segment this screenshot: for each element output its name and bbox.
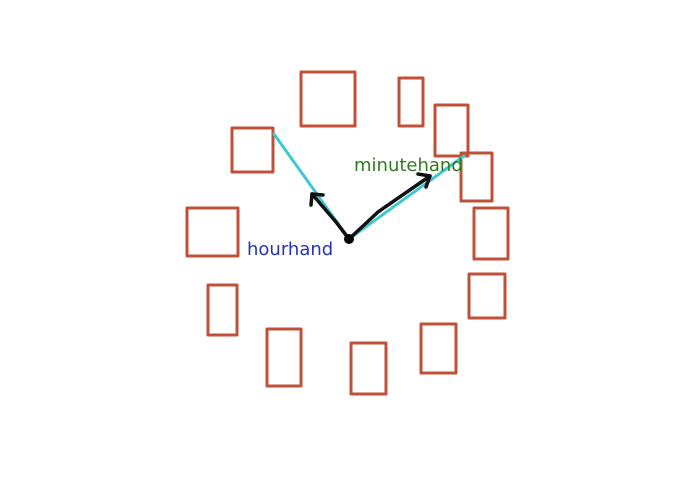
hour-box-4 bbox=[467, 272, 507, 320]
minute-hand-line bbox=[347, 154, 466, 241]
hour-boxes bbox=[185, 70, 510, 396]
hour-box-7 bbox=[265, 327, 303, 388]
hour-box-2 bbox=[433, 103, 470, 158]
hour-hand-arrow bbox=[309, 192, 351, 241]
hour-hand-label: hourhand bbox=[247, 239, 333, 260]
minute-hand-label: minutehand bbox=[354, 155, 463, 176]
hour-box-3 bbox=[472, 206, 510, 261]
hour-box-5 bbox=[419, 322, 458, 375]
hour-box-8 bbox=[206, 283, 239, 337]
hour-box-10 bbox=[230, 126, 275, 174]
hour-box-12 bbox=[299, 70, 357, 128]
hour-box-9 bbox=[185, 206, 240, 258]
minute-hand-arrow bbox=[347, 172, 432, 241]
hour-box-2b bbox=[459, 151, 494, 203]
clock-pivot bbox=[344, 234, 354, 244]
hour-box-1 bbox=[397, 76, 425, 128]
hour-box-6 bbox=[349, 341, 388, 396]
